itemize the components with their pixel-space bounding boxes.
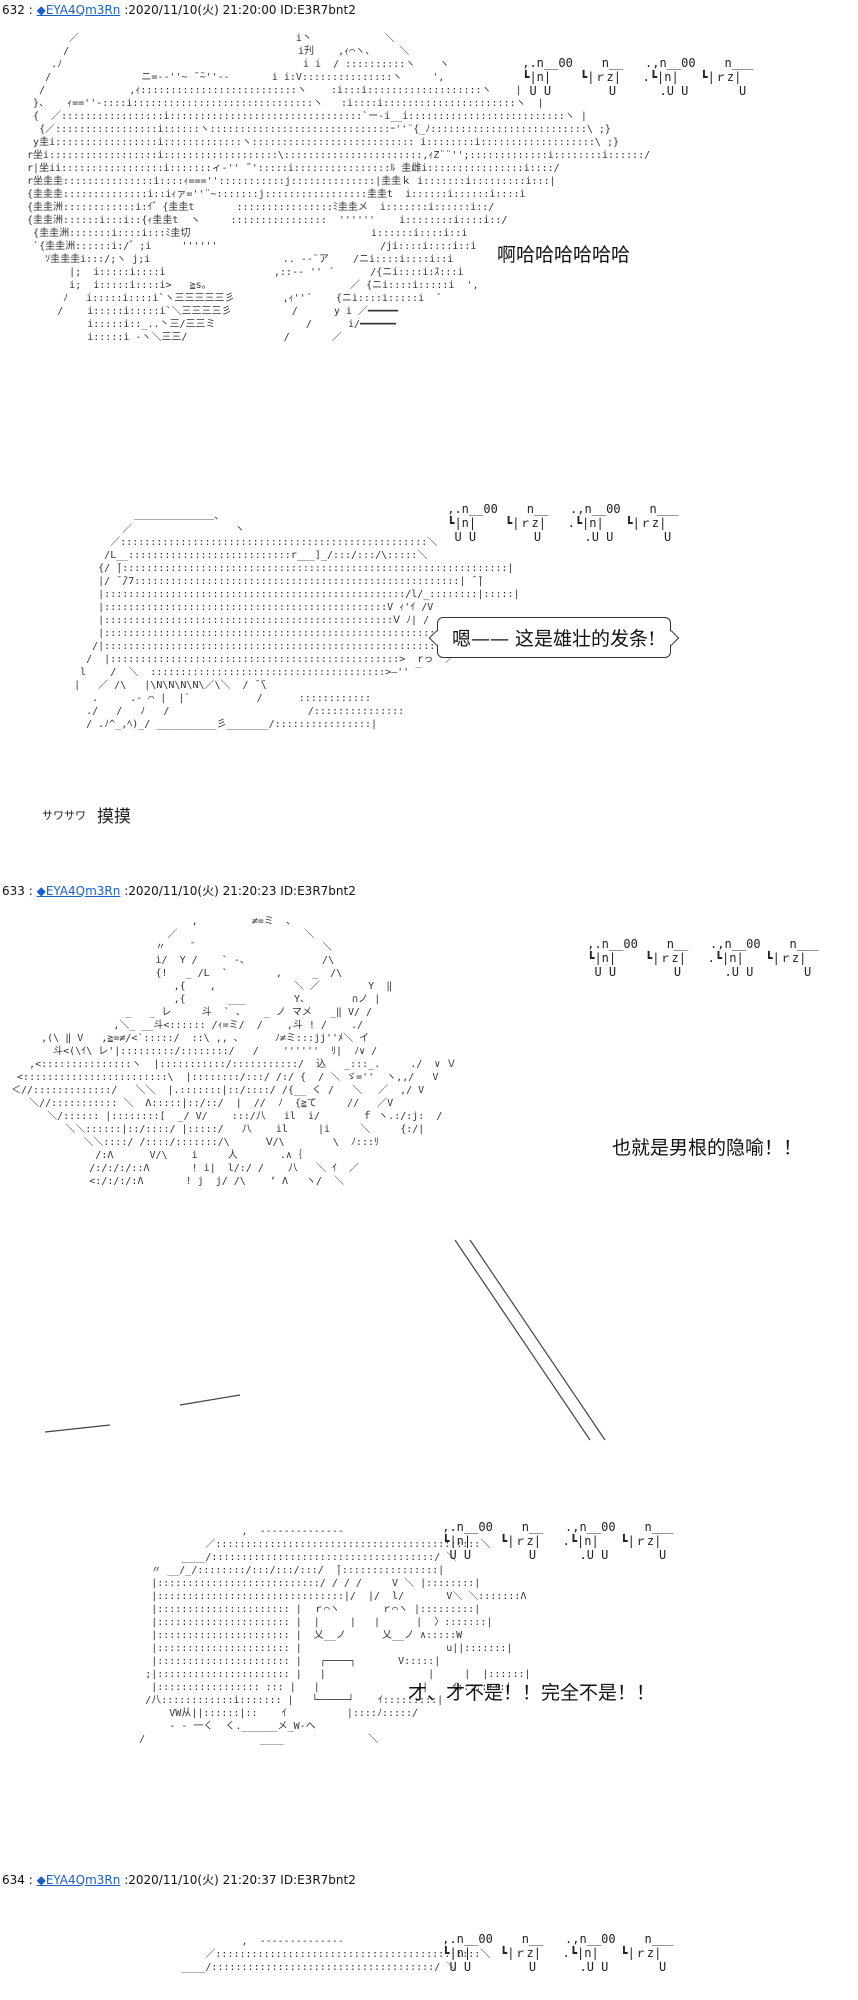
aa-stroke-line bbox=[469, 1239, 606, 1441]
post-header-632: 632 : ◆EYA4Qm3Rn :2020/11/10(火) 21:20:00… bbox=[2, 3, 356, 17]
post-meta: :2020/11/10(火) 21:20:00 ID:E3R7bnt2 bbox=[124, 3, 356, 17]
post-header-634: 634 : ◆EYA4Qm3Rn :2020/11/10(火) 21:20:37… bbox=[2, 1873, 356, 1887]
post-number: 633 bbox=[2, 884, 25, 898]
post-meta: :2020/11/10(火) 21:20:37 ID:E3R7bnt2 bbox=[124, 1873, 356, 1887]
post-sep: : bbox=[24, 3, 33, 17]
author-trip-link[interactable]: ◆EYA4Qm3Rn bbox=[36, 1873, 121, 1887]
aa-stroke-line bbox=[179, 1394, 241, 1406]
rub-text: 摸摸 bbox=[97, 807, 131, 827]
laugh-sound-effect: ,.n__00 n__ .,n__00 n___ ┗|n| ┗|ｒz| .┗|n… bbox=[442, 1932, 674, 1974]
dialogue-line: 啊哈哈哈哈哈哈 bbox=[497, 244, 631, 266]
post-meta: :2020/11/10(火) 21:20:23 ID:E3R7bnt2 bbox=[124, 884, 356, 898]
aa-stroke-line bbox=[44, 1424, 111, 1433]
ascii-art-flustered-character: , -------------- ／::::::::::::::::::::::… bbox=[139, 1526, 531, 1745]
laugh-sound-effect: ,.n__00 n__ .,n__00 n___ ┗|n| ┗|ｒz| .┗|n… bbox=[447, 502, 679, 544]
post-header-633: 633 : ◆EYA4Qm3Rn :2020/11/10(火) 21:20:23… bbox=[2, 884, 356, 898]
ascii-art-character-partial: , -------------- ／::::::::::::::::::::::… bbox=[181, 1936, 491, 1973]
author-trip-link[interactable]: ◆EYA4Qm3Rn bbox=[36, 884, 121, 898]
laugh-sound-effect: ,.n__00 n__ .,n__00 n___ ┗|n| ┗|ｒz| .┗|n… bbox=[587, 937, 819, 979]
author-trip-link[interactable]: ◆EYA4Qm3Rn bbox=[36, 3, 121, 17]
dialogue-line: 也就是男根的隐喻！！ bbox=[612, 1137, 803, 1159]
post-sep: : bbox=[24, 1873, 33, 1887]
ascii-art-laughing-character: ／ i丶 ＼ / i刋 ,ｨ⌒ヽ、 ＼ .ﾉ i i / ::::::::::ヽ… bbox=[27, 33, 651, 343]
speech-bubble: 嗯—— 这是雄壮的发条! bbox=[437, 617, 671, 658]
post-number: 632 bbox=[2, 3, 25, 17]
rub-sound-effect: サワサワ bbox=[42, 809, 86, 822]
laugh-sound-effect: ,.n__00 n__ .,n__00 n___ ┗|n| ┗|ｒz| .┗|n… bbox=[442, 1520, 674, 1562]
post-sep: : bbox=[24, 884, 33, 898]
aa-stroke-line bbox=[454, 1239, 591, 1441]
dialogue-line: 才、才不是！！完全不是！！ bbox=[408, 1682, 656, 1704]
post-number: 634 bbox=[2, 1873, 25, 1887]
laugh-sound-effect: ,.n__00 n__ .,n__00 n___ ┗|n| ┗|ｒz| .┗|n… bbox=[522, 56, 754, 98]
ascii-art-exaggerated-character: , ≠=ミ 、 ／ ＼ 〃 ̄ ＼ i/ Y / ` ‐、 /\ bbox=[11, 916, 457, 1187]
